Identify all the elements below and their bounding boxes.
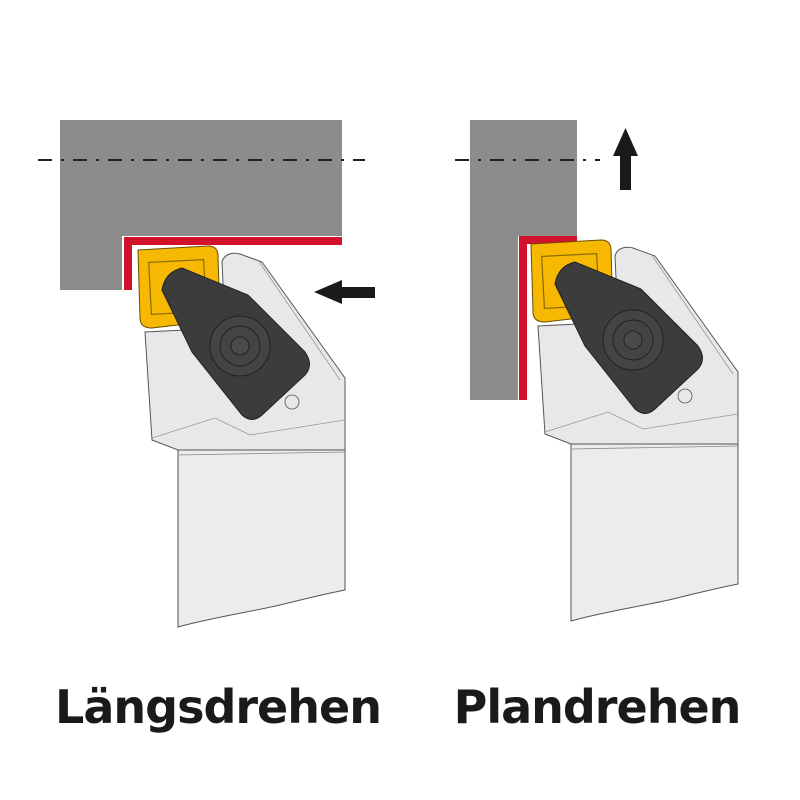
feed-arrow-left-icon (314, 280, 375, 304)
feed-arrow-up-icon (613, 128, 638, 190)
turning-tool (530, 239, 739, 622)
workpiece (470, 120, 577, 400)
cut-surface (124, 237, 342, 290)
label-facing: Plandrehen (453, 680, 742, 734)
cut-surface (519, 236, 577, 400)
panel-longitudinal-turning (38, 120, 375, 628)
workpiece (60, 120, 342, 290)
panel-facing (455, 120, 739, 622)
turning-tool (137, 245, 346, 628)
label-longitudinal-turning: Längsdrehen (55, 680, 382, 734)
